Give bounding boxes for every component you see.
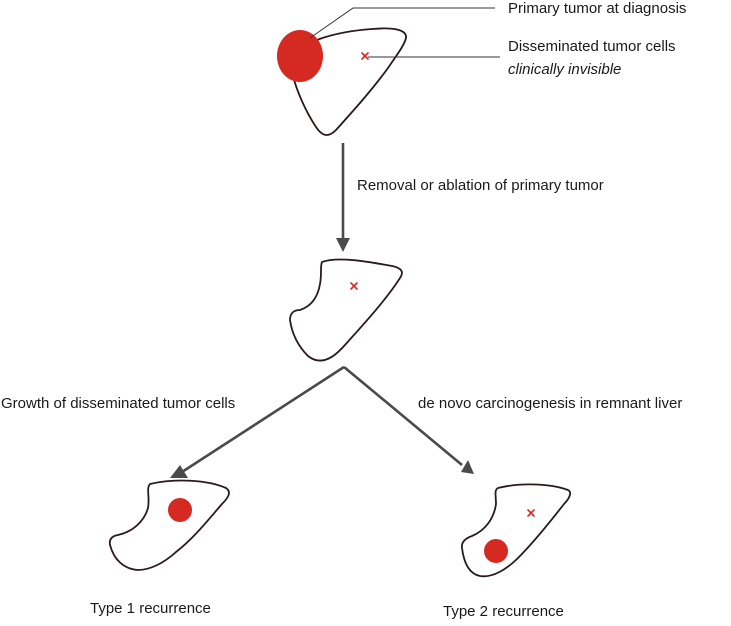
- primary-tumor: [277, 30, 323, 82]
- label-clinically-invisible: clinically invisible: [508, 61, 622, 78]
- label-type2: Type 2 recurrence: [443, 603, 564, 620]
- liver-outline: [108, 479, 230, 571]
- label-disseminated-cells: Disseminated tumor cells: [508, 38, 676, 55]
- type2-arrow: [343, 365, 474, 474]
- liver-outline: [289, 258, 403, 362]
- type1-arrow: [170, 365, 345, 478]
- label-primary-tumor: Primary tumor at diagnosis: [508, 0, 687, 17]
- label-de-novo: de novo carcinogenesis in remnant liver: [418, 395, 683, 412]
- remnant-liver: [289, 258, 403, 362]
- liver-type2-recurrence: [460, 483, 571, 578]
- liver-outline: [460, 483, 571, 578]
- label-growth-disseminated: Growth of disseminated tumor cells: [1, 395, 236, 412]
- disseminated-tumor-cell-marker: [361, 52, 369, 60]
- label-removal: Removal or ablation of primary tumor: [357, 177, 604, 194]
- recurrent-tumor: [168, 498, 192, 522]
- liver-type1-recurrence: [108, 479, 230, 571]
- label-type1: Type 1 recurrence: [90, 600, 211, 617]
- primary-tumor-leader-line: [309, 7, 495, 39]
- liver-at-diagnosis: [277, 27, 407, 136]
- removal-arrow: [336, 143, 350, 252]
- de-novo-tumor: [484, 539, 508, 563]
- disseminated-tumor-cell-marker: [527, 509, 535, 517]
- disseminated-tumor-cell-marker: [350, 282, 358, 290]
